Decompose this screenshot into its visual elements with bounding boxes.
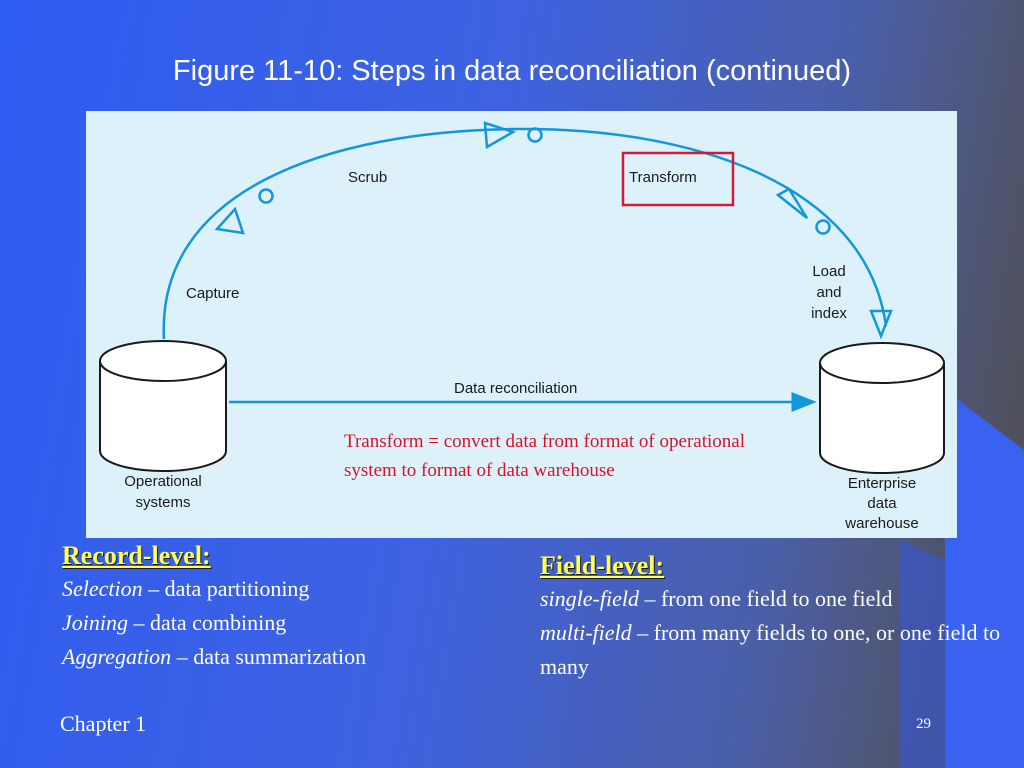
enterprise-warehouse-cylinder [819,342,945,474]
figure-panel: Scrub Transform Capture Load and index D… [86,111,957,538]
step-label-capture: Capture [186,285,239,302]
decorative-wedge-shadow [900,540,945,768]
item-term: Joining [62,610,128,635]
step-label-transform: Transform [629,169,697,186]
arc-step-marker [869,309,893,340]
arc-step-marker [775,187,809,219]
arc-step-circle [815,219,831,235]
flow-label: Data reconciliation [454,380,577,397]
reconciliation-diagram: Scrub Transform Capture Load and index D… [99,121,945,532]
target-label-2: data [867,495,897,512]
list-item: Joining – data combining [62,606,366,640]
arc-step-circle [258,188,274,204]
list-item: multi-field – from many fields to one, o… [540,616,1020,684]
process-arc [162,127,888,340]
record-level-section: Record-level: Selection – data partition… [62,540,366,674]
list-item: single-field – from one field to one fie… [540,582,1020,616]
record-level-heading: Record-level: [62,541,211,570]
slide-title: Figure 11-10: Steps in data reconciliati… [172,55,852,87]
item-term: Aggregation [62,644,172,669]
field-level-section: Field-level: single-field – from one fie… [540,550,1020,684]
arc-step-marker [483,121,517,150]
step-label-load-2: and [816,284,841,301]
step-label-load-3: index [811,305,847,322]
item-term: Selection [62,576,143,601]
transform-highlight-box [621,151,735,207]
item-desc: – data summarization [171,644,367,669]
transform-note: Transform = convert data from format of … [344,431,745,481]
list-item: Aggregation – data summarization [62,640,366,674]
arc-step-circle [527,127,543,143]
operational-systems-cylinder [99,340,227,472]
source-label-1: Operational [124,473,202,490]
item-term: single-field [540,586,639,611]
target-label-1: Enterprise [848,475,916,492]
item-term: multi-field [540,620,632,645]
arc-step-marker [214,206,245,235]
source-label-2: systems [135,494,190,511]
item-desc: – from many fields to one, or one field … [540,620,1001,679]
target-label-3: warehouse [844,515,918,532]
item-desc: – data combining [128,610,287,635]
step-label-scrub: Scrub [348,169,387,186]
footer-chapter: Chapter 1 [60,711,147,736]
list-item: Selection – data partitioning [62,572,366,606]
item-desc: – data partitioning [142,576,310,601]
page-number: 29 [916,716,931,732]
item-desc: – from one field to one field [638,586,893,611]
field-level-heading: Field-level: [540,551,665,580]
step-label-load-1: Load [812,263,845,280]
decorative-wedge-blue [945,390,1024,768]
